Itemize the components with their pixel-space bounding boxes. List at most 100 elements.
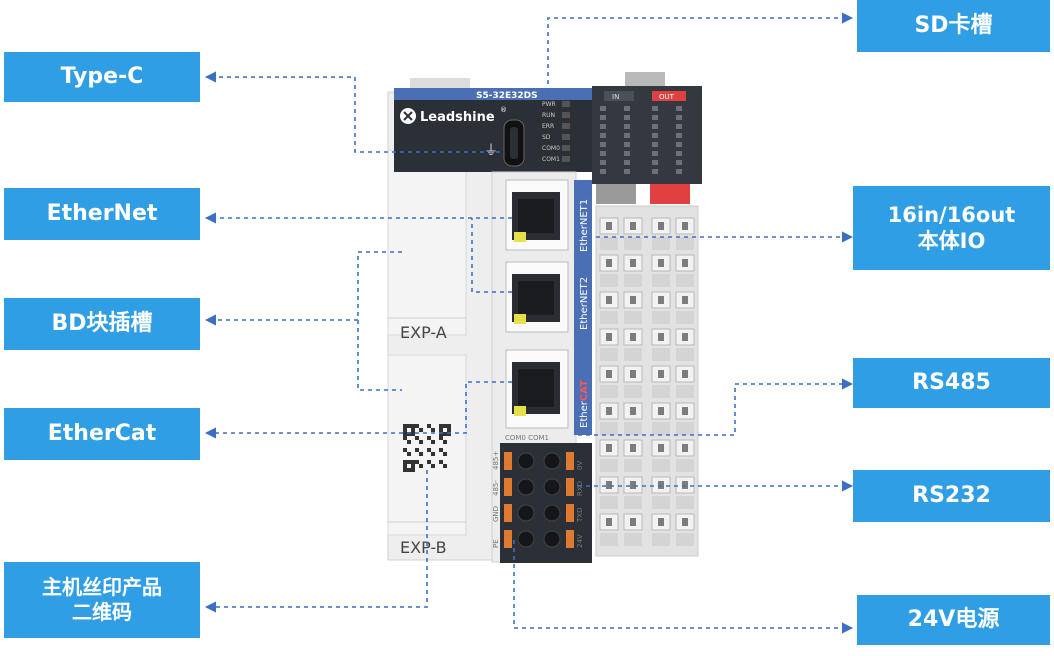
leader-bd-bracket [357, 251, 402, 391]
io-terminal-screw [630, 518, 636, 526]
io-led [676, 115, 682, 120]
qr-module [427, 436, 431, 440]
qr-module [407, 432, 411, 436]
io-terminal-screw [630, 370, 636, 378]
callout-bd-slot: BD块插槽 [4, 298, 200, 350]
io-terminal-slot [624, 533, 642, 546]
io-terminal-slot [652, 533, 670, 546]
io-terminal-slot [676, 385, 694, 398]
io-terminal-slot [600, 274, 618, 287]
io-terminal-screw [606, 481, 612, 489]
io-led [676, 142, 682, 147]
io-terminal-screw [682, 370, 688, 378]
terminal-label: RXD [576, 481, 584, 496]
io-terminal-screw [682, 444, 688, 452]
io-terminal-slot [676, 533, 694, 546]
in-label: IN [612, 93, 619, 101]
io-terminal-slot [652, 496, 670, 509]
leader-ethernet2 [471, 218, 512, 293]
io-led [652, 124, 658, 129]
ethercat-label-prefix: Ether [579, 400, 590, 428]
io-led [676, 133, 682, 138]
io-terminal-slot [600, 496, 618, 509]
exp-b-label: EXP-B [400, 538, 447, 557]
qr-module [407, 452, 411, 456]
io-led [676, 169, 682, 174]
io-terminal-slot [624, 274, 642, 287]
io-terminal-screw [630, 259, 636, 267]
usb-icon: ⏚ [484, 143, 498, 159]
terminal-hole [517, 530, 535, 548]
leader-qr-code [204, 470, 428, 613]
out-label: OUT [659, 93, 675, 101]
qr-module [403, 432, 407, 436]
io-terminal-slot [652, 385, 670, 398]
qr-module [403, 448, 407, 452]
io-led [624, 133, 630, 138]
ethercat-label-suffix: CAT [579, 380, 590, 401]
io-terminal-screw [682, 259, 688, 267]
leader-rs485 [578, 378, 854, 436]
io-terminal-slot [676, 348, 694, 361]
io-terminal-screw [658, 370, 664, 378]
io-terminal-slot [652, 237, 670, 250]
io-terminal-screw [630, 296, 636, 304]
qr-module [411, 428, 415, 432]
out-release-button [650, 184, 690, 204]
io-led [600, 106, 606, 111]
ethernet1-port [505, 179, 569, 251]
qr-module [411, 464, 415, 468]
model-label: S5-32E32DS [476, 91, 538, 101]
io-terminal-screw [630, 222, 636, 230]
io-terminal-slot [652, 422, 670, 435]
qr-module [427, 448, 431, 452]
io-terminal-slot [600, 533, 618, 546]
io-led [600, 133, 606, 138]
io-led [624, 169, 630, 174]
io-terminal-screw [658, 222, 664, 230]
terminal-label: PE [492, 539, 500, 548]
exp-a-panel [387, 149, 467, 336]
io-led [624, 106, 630, 111]
leader-lines [204, 12, 854, 634]
callout-type-c: Type-C [4, 52, 200, 102]
led-label: RUN [542, 112, 555, 119]
leader-power [513, 540, 854, 634]
io-led [624, 151, 630, 156]
qr-module [415, 448, 419, 452]
ethernet1-label: EtherNET1 [579, 199, 590, 252]
io-terminal-slot [676, 274, 694, 287]
leader-ethercat [204, 381, 512, 439]
io-terminal-slot [676, 496, 694, 509]
io-terminal-screw [658, 407, 664, 415]
registered-mark: ® [500, 106, 507, 114]
io-terminal-screw [658, 259, 664, 267]
io-terminal-slot [676, 311, 694, 324]
io-terminal-screw [658, 481, 664, 489]
io-led [624, 160, 630, 165]
qr-module [407, 440, 411, 444]
qr-module [439, 460, 443, 464]
io-terminal-screw [606, 444, 612, 452]
io-terminal-slot [652, 311, 670, 324]
exp-a-label: EXP-A [400, 323, 447, 342]
qr-module [447, 428, 451, 432]
io-terminal-slot [624, 237, 642, 250]
io-led [676, 151, 682, 156]
terminal-label: 485+ [492, 451, 500, 470]
io-terminal-slot [652, 274, 670, 287]
io-terminal-screw [606, 222, 612, 230]
qr-module [411, 460, 415, 464]
qr-module [415, 424, 419, 428]
qr-module [439, 432, 443, 436]
terminal-hole [517, 452, 535, 470]
terminal-hole [543, 452, 561, 470]
io-terminal-screw [682, 481, 688, 489]
qr-module [403, 428, 407, 432]
io-terminal-slot [600, 237, 618, 250]
exp-b-panel [387, 354, 467, 536]
leader-sd-slot [547, 12, 854, 92]
qr-module [407, 460, 411, 464]
terminal-label: GND [492, 506, 500, 522]
io-led [652, 133, 658, 138]
